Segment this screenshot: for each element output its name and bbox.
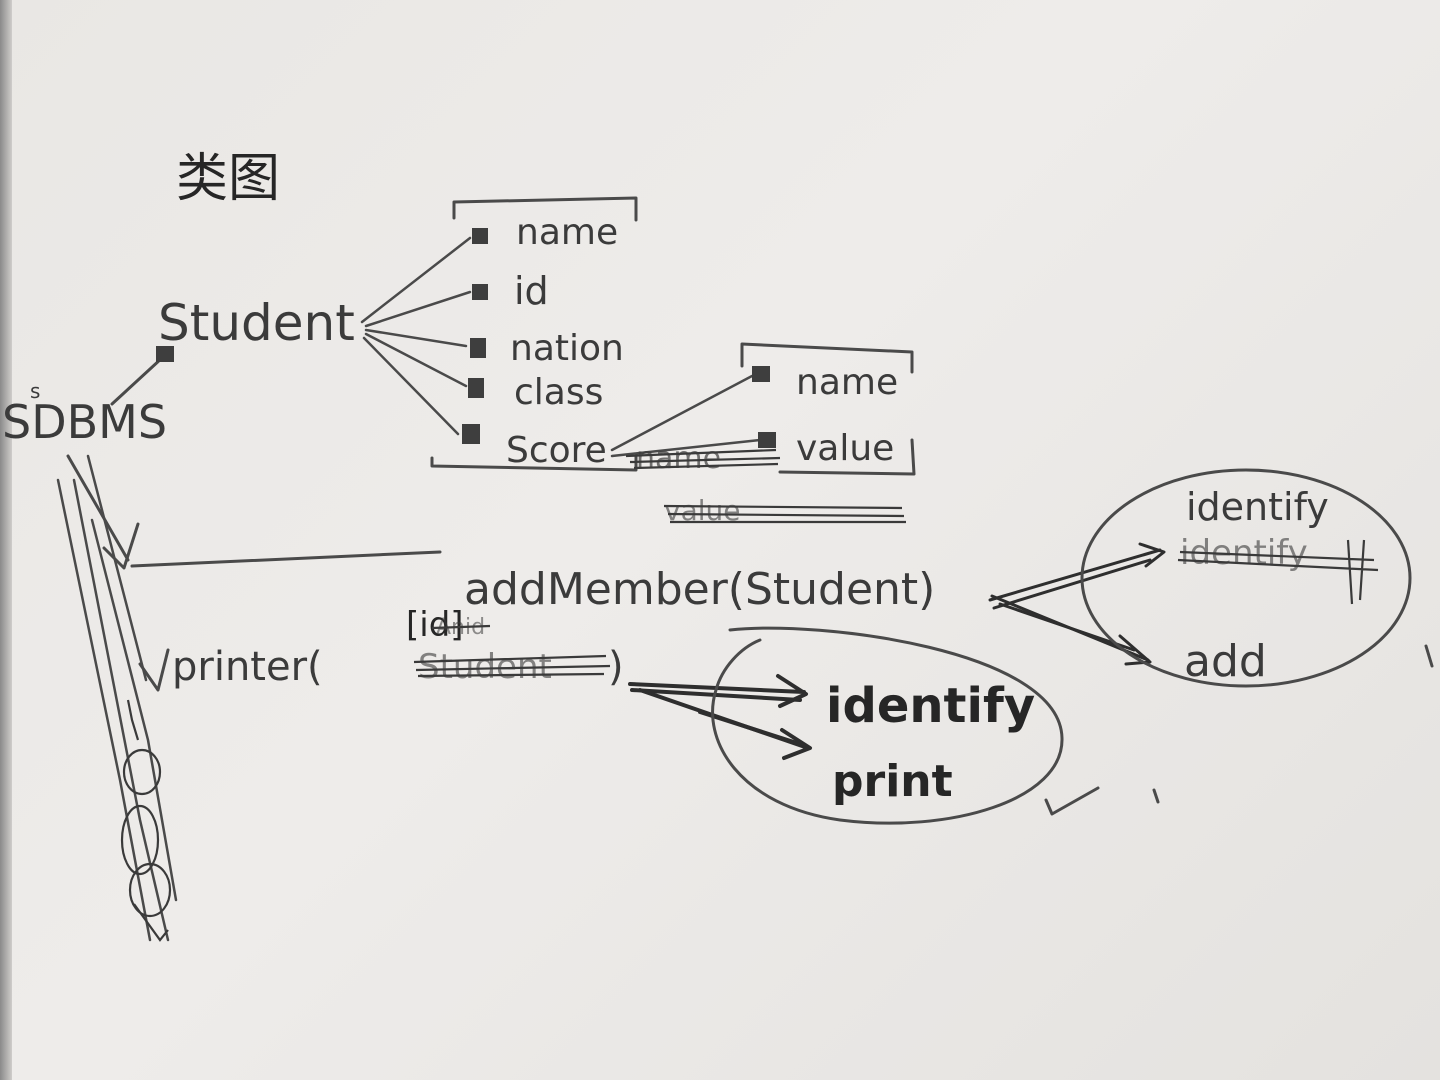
method-addmember: addMember(Student): [464, 564, 935, 615]
student-attributes-bracket-top: [452, 196, 638, 222]
paper-edge: [0, 0, 12, 1080]
struck-identify-scribble: [1177, 539, 1379, 605]
tick-mark: [1152, 788, 1160, 804]
attribute-nation: nation: [510, 328, 624, 369]
struck-score-entries: name value: [625, 441, 906, 527]
check-mark: [1044, 786, 1100, 816]
printer-identify: identify: [826, 678, 1035, 734]
addmember-identify: identify: [1186, 485, 1329, 529]
addmember-link-line: [130, 550, 442, 568]
tick-mark: [1424, 644, 1434, 668]
student-class-label: Student: [158, 294, 355, 352]
attribute-id: id: [514, 269, 549, 313]
score-attribute-name: name: [796, 362, 898, 403]
root-node-label: SDBMS: [2, 395, 167, 449]
root-node-superscript: s: [30, 379, 40, 403]
student-attribute-connectors: [360, 236, 472, 436]
attribute-bullet: [472, 284, 488, 300]
addmember-arrows: [988, 542, 1166, 666]
root-vertical-connectors: [56, 454, 178, 942]
attribute-score: Score: [506, 430, 607, 471]
addmember-group-ellipse: [1080, 468, 1412, 688]
printer-param-scribble: [413, 654, 611, 678]
printer-param-id: [id]: [406, 605, 464, 645]
printer-param-inner-scribble: [431, 624, 491, 630]
attribute-bullet: [758, 432, 776, 448]
printer-close-paren: ): [608, 644, 624, 690]
student-attributes-bracket-bottom: [430, 454, 638, 472]
diagram-title: 类图: [176, 149, 280, 209]
student-attribute-list: name id nation class Score: [462, 212, 624, 471]
attribute-bullet: [470, 338, 486, 358]
attribute-bullet: [468, 378, 484, 398]
attribute-bullet: [752, 366, 770, 382]
arrowhead: [138, 648, 170, 692]
score-to-name-line: [610, 374, 754, 452]
addmember-add: add: [1184, 636, 1267, 687]
root-to-student-line: [110, 356, 164, 406]
score-bracket-right: [778, 438, 916, 476]
score-bracket-top: [740, 342, 914, 374]
score-attribute-value: value: [796, 428, 894, 469]
attribute-bullet: [462, 424, 480, 444]
struck-name-text: name: [636, 441, 721, 476]
method-printer: printer(: [172, 644, 323, 690]
printer-print: print: [832, 756, 953, 807]
score-attribute-list: name value: [752, 362, 898, 469]
attribute-name: name: [516, 212, 618, 253]
student-bullet: [156, 346, 174, 362]
bottom-scribble: [120, 699, 172, 942]
attribute-class: class: [514, 372, 603, 413]
score-to-value-line: [610, 438, 762, 458]
arrowhead: [102, 522, 140, 570]
printer-group-ellipse: [711, 626, 1064, 825]
attribute-bullet: [472, 228, 488, 244]
